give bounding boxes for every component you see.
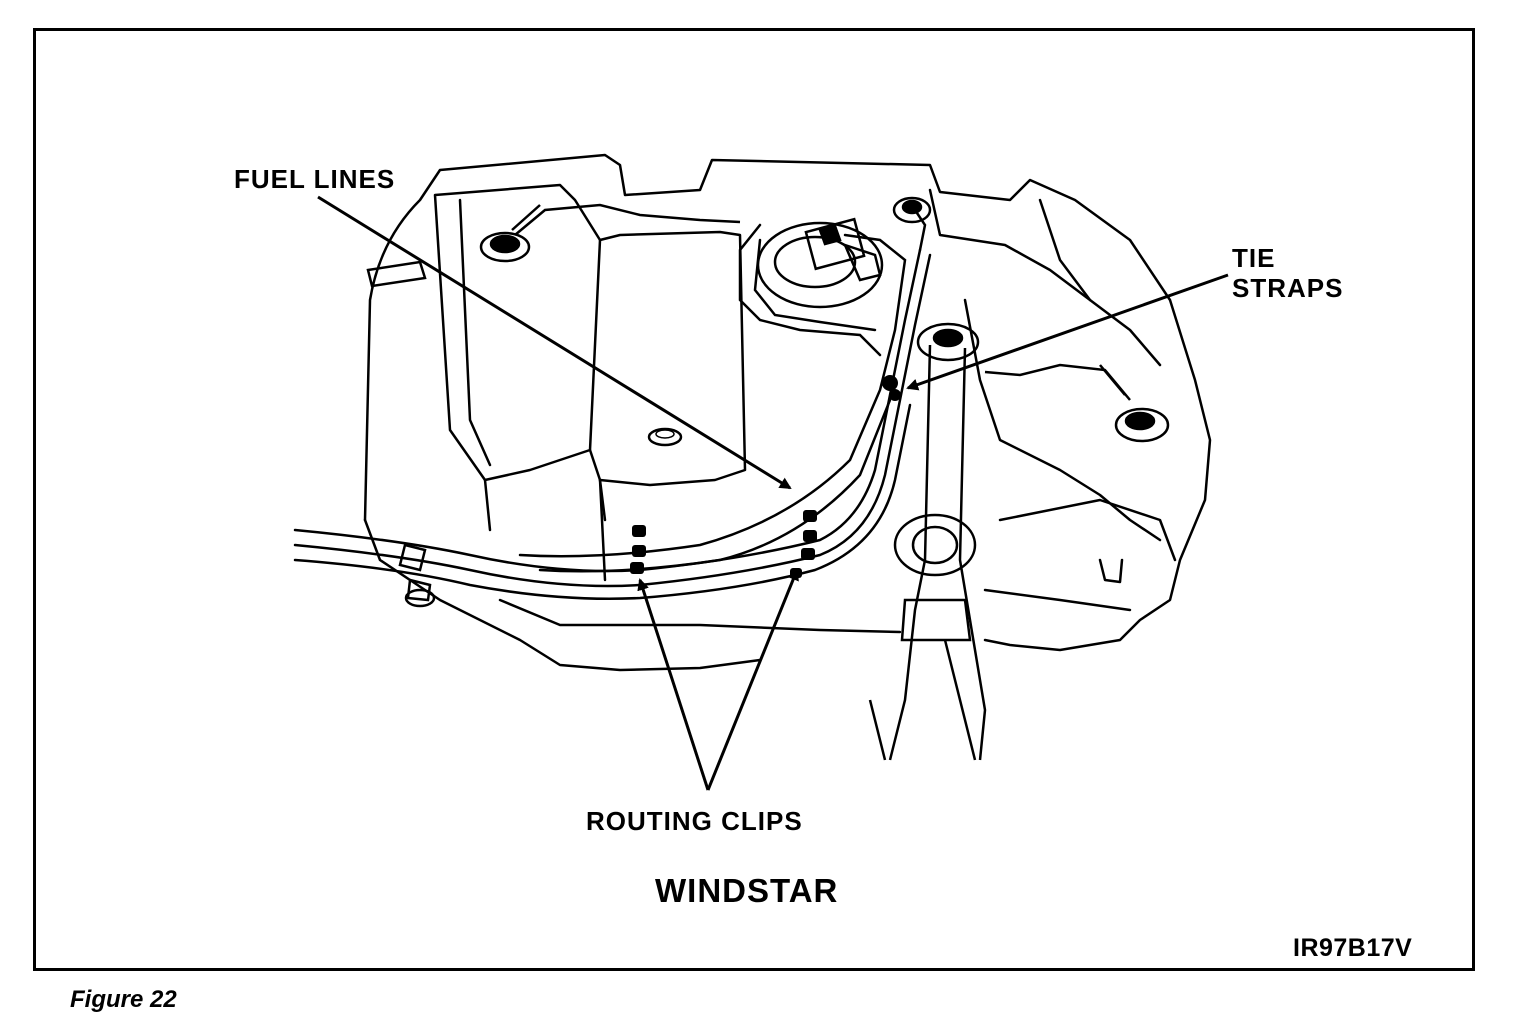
- routing-clips-arrow-left: [637, 578, 710, 791]
- right-fitting: [984, 363, 1170, 443]
- tie-straps-arrow: [906, 273, 1229, 391]
- routing-clips-arrow-right: [706, 568, 799, 791]
- tie-straps-label-line1: TIE: [1232, 243, 1276, 273]
- figure-caption: Figure 22: [70, 986, 177, 1013]
- fuel-lines-label: FUEL LINES: [234, 164, 396, 194]
- line-connector: [398, 543, 436, 608]
- fuel-lines-arrow: [317, 195, 792, 490]
- tie-strap-marks: [882, 375, 901, 401]
- left-fitting: [479, 203, 741, 263]
- routing-clip-marks: [630, 510, 817, 578]
- illustration-code: IR97B17V: [1293, 934, 1413, 962]
- fuel-tank: [363, 153, 1212, 672]
- tank-hole: [647, 427, 683, 447]
- filler-pipe: [868, 322, 987, 761]
- tie-straps-label: TIE STRAPS: [1232, 243, 1343, 303]
- fuel-pump-assembly: [756, 196, 932, 309]
- routing-clips-label: ROUTING CLIPS: [586, 806, 803, 836]
- model-name: WINDSTAR: [655, 872, 839, 909]
- callout-arrows: [317, 195, 1229, 791]
- left-strap: [366, 260, 427, 288]
- tie-straps-label-line2: STRAPS: [1232, 273, 1344, 303]
- illustration-frame: [33, 28, 1475, 971]
- fuel-line-bundle: [293, 208, 932, 600]
